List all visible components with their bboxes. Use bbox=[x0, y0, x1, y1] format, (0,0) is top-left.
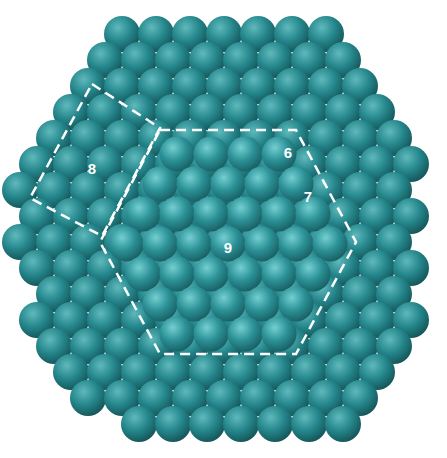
hexagon-facet-outline bbox=[100, 130, 356, 354]
atom-sphere bbox=[194, 257, 229, 292]
atom-sphere bbox=[194, 197, 229, 232]
atom-sphere bbox=[245, 227, 280, 262]
atom-sphere bbox=[177, 167, 212, 202]
atom-sphere bbox=[262, 257, 297, 292]
atom-sphere bbox=[70, 380, 106, 416]
atom-sphere bbox=[160, 257, 195, 292]
callout-number: 9 bbox=[224, 240, 232, 255]
square-facet-outline bbox=[30, 84, 160, 236]
atom-sphere bbox=[211, 287, 246, 322]
atom-sphere bbox=[228, 137, 263, 172]
atom-sphere bbox=[257, 406, 293, 442]
atom-sphere bbox=[228, 197, 263, 232]
atom-sphere bbox=[279, 287, 314, 322]
atom-sphere bbox=[155, 406, 191, 442]
callout-number: 7 bbox=[304, 189, 312, 204]
atom-sphere bbox=[121, 406, 157, 442]
atom-sphere bbox=[291, 406, 327, 442]
facet-outlines bbox=[30, 84, 356, 354]
atom-sphere bbox=[160, 317, 195, 352]
atom-sphere bbox=[279, 227, 314, 262]
atom-sphere bbox=[194, 137, 229, 172]
atom-sphere bbox=[177, 227, 212, 262]
atom-sphere bbox=[262, 137, 297, 172]
atom-sphere bbox=[126, 257, 161, 292]
atom-sphere bbox=[194, 317, 229, 352]
atom-sphere bbox=[160, 137, 195, 172]
atom-sphere bbox=[126, 197, 161, 232]
atom-sphere bbox=[245, 167, 280, 202]
atom-sphere bbox=[325, 406, 361, 442]
atom-sphere bbox=[228, 257, 263, 292]
atom-sphere bbox=[296, 197, 331, 232]
atom-sphere bbox=[160, 197, 195, 232]
atom-sphere bbox=[143, 227, 178, 262]
back-atoms bbox=[2, 16, 429, 442]
atom-sphere bbox=[109, 227, 144, 262]
atom-sphere bbox=[189, 406, 225, 442]
atom-sphere bbox=[313, 227, 348, 262]
atom-sphere bbox=[262, 317, 297, 352]
callout-number: 6 bbox=[284, 145, 292, 160]
atom-sphere bbox=[143, 167, 178, 202]
atom-sphere bbox=[211, 227, 246, 262]
atom-sphere bbox=[245, 287, 280, 322]
atom-sphere bbox=[177, 287, 212, 322]
callout-number: 8 bbox=[88, 161, 96, 176]
atom-sphere bbox=[223, 406, 259, 442]
atom-sphere bbox=[143, 287, 178, 322]
atom-sphere bbox=[296, 257, 331, 292]
atom-sphere bbox=[262, 197, 297, 232]
facet-atoms bbox=[109, 137, 348, 352]
atom-sphere bbox=[228, 317, 263, 352]
atom-sphere bbox=[211, 167, 246, 202]
